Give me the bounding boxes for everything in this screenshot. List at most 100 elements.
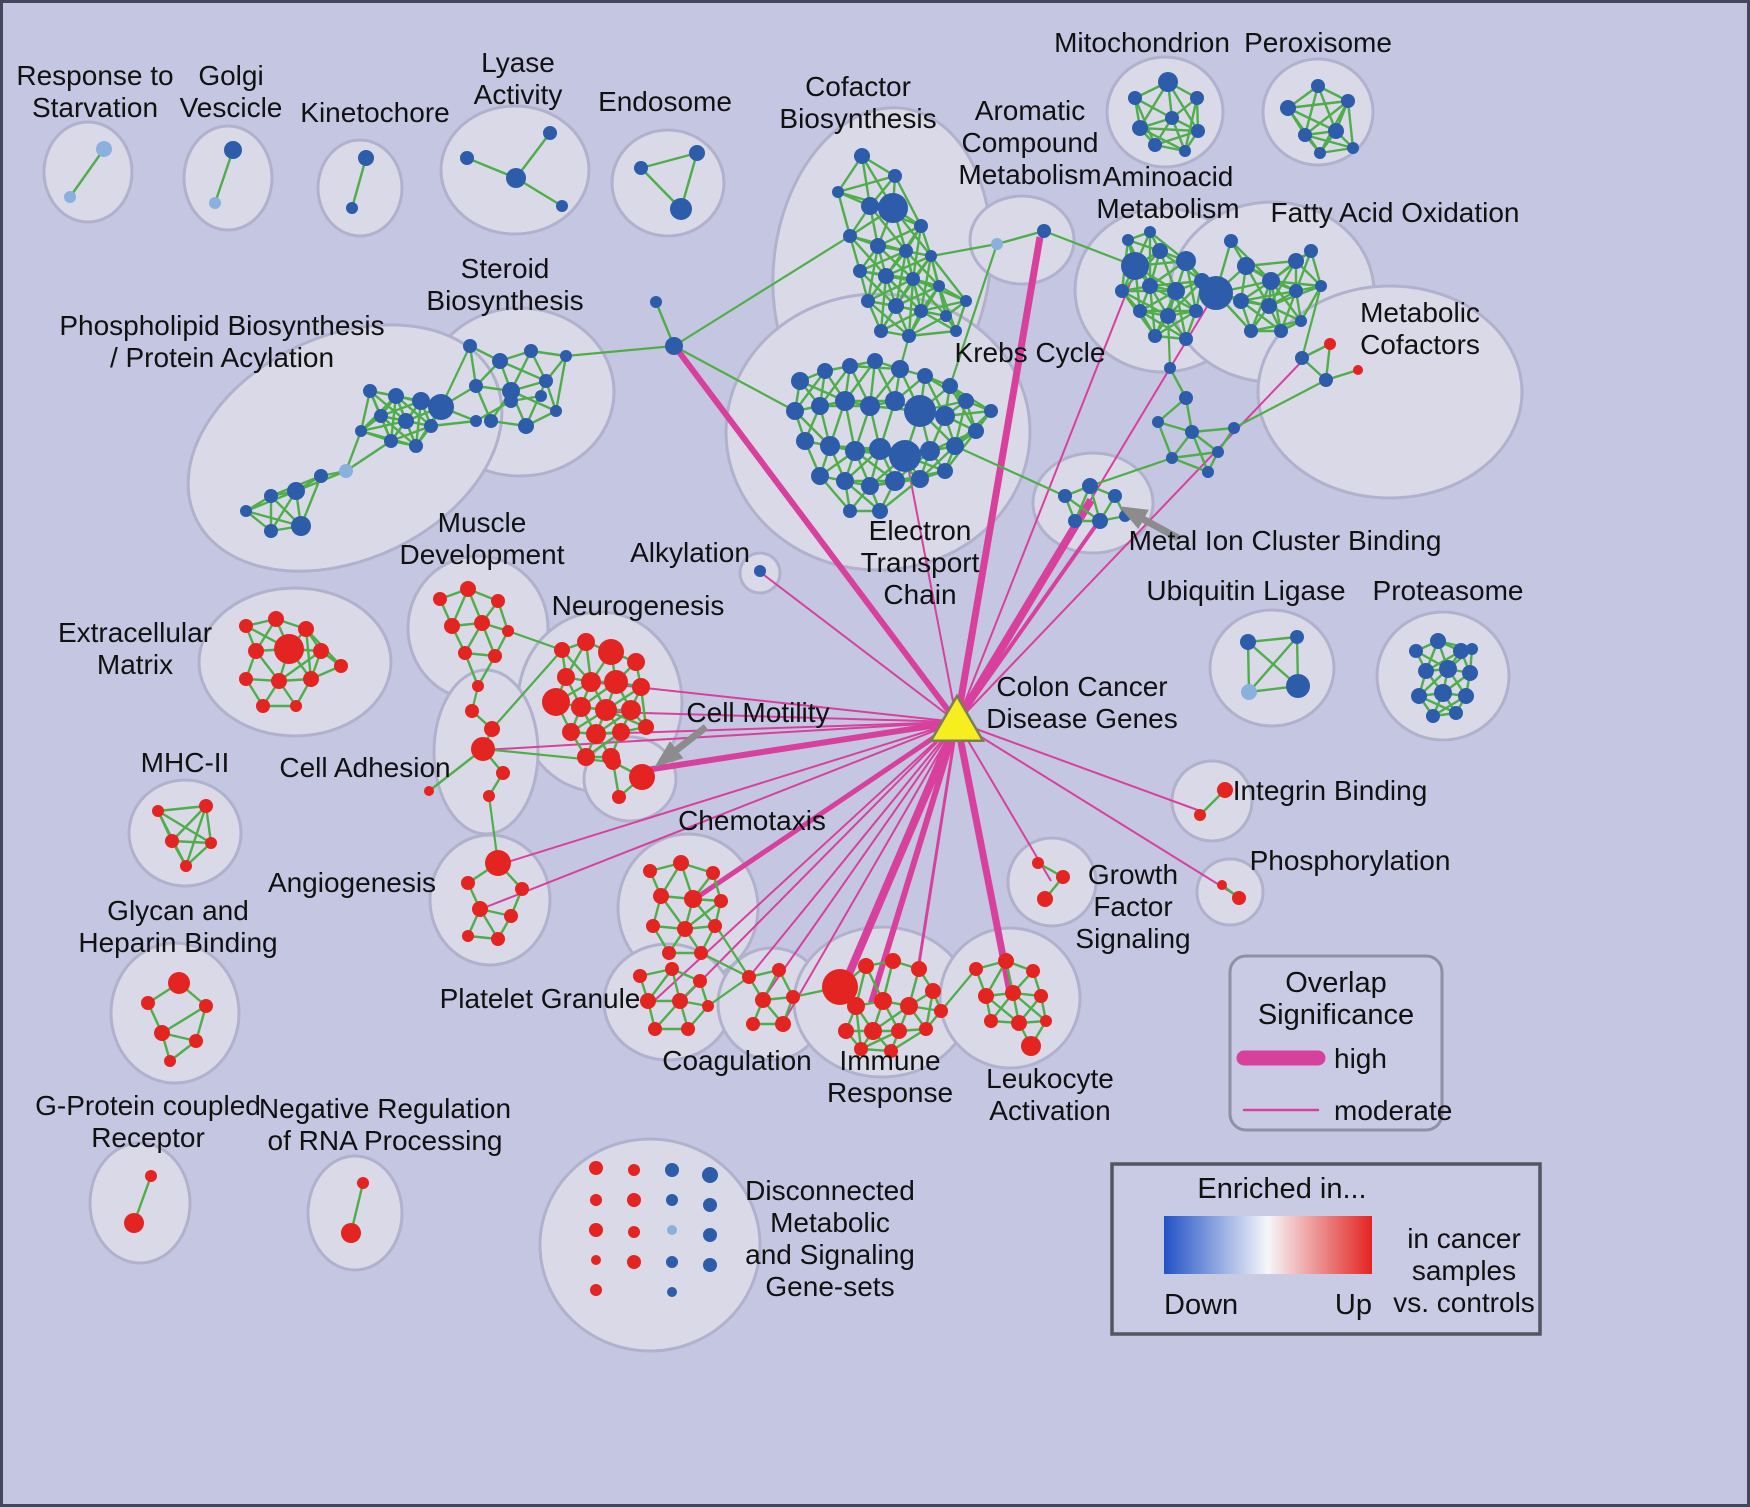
- gene-set-edge: [867, 277, 914, 303]
- overlap-edge-moderate: [956, 721, 1238, 897]
- gene-set-edge: [996, 229, 1045, 246]
- gene-set-node-coagulation: [755, 992, 771, 1008]
- cluster-ellipse-aromatic-compound-metabolism: [968, 194, 1076, 286]
- gene-set-edge: [885, 254, 932, 278]
- gene-set-node-phospholipid-biosynthesis: [339, 464, 353, 478]
- gene-set-node-immune-response: [934, 1004, 948, 1018]
- gene-set-node-metabolic-cofactors: [1319, 373, 1333, 387]
- gene-set-node-immune-response: [874, 992, 892, 1010]
- gene-set-node-growth-factor-signaling: [1032, 857, 1044, 869]
- hub-label: Disease Genes: [986, 703, 1177, 734]
- hub-label: Colon Cancer: [996, 671, 1167, 702]
- gene-set-node-neurogenesis: [577, 748, 595, 766]
- gene-set-node-golgi-vescicle: [224, 141, 242, 159]
- gene-set-node-electron-transport-chain: [869, 438, 891, 460]
- gene-set-edge: [1139, 126, 1199, 133]
- cluster-label-aromatic-compound-metabolism: Compound: [962, 127, 1099, 158]
- gene-set-edge: [837, 174, 896, 194]
- gene-set-node-cofactor-biosynthesis: [899, 244, 913, 258]
- gene-set-node-neurogenesis: [595, 699, 617, 721]
- gene-set-node-electron-transport-chain: [872, 503, 888, 519]
- gene-set-node-phospholipid-biosynthesis: [363, 384, 377, 398]
- gene-set-node-platelet-granule: [693, 974, 707, 988]
- gene-set-node-phospholipid-biosynthesis: [355, 425, 367, 437]
- gene-set-node-lyase-activity: [506, 168, 526, 188]
- gene-set-node-lyase-activity: [460, 151, 474, 165]
- overlap-edge-high: [868, 721, 960, 1004]
- inter-cluster-edge: [1300, 285, 1323, 359]
- gene-set-node-angiogenesis: [515, 882, 529, 896]
- gene-set-node-disconnected-gene-sets: [667, 1225, 677, 1235]
- inter-cluster-edge: [565, 344, 675, 358]
- cluster-label-response-to-starvation: Response to: [16, 60, 173, 91]
- gene-set-node-kinetochore: [358, 150, 374, 166]
- cluster-label-electron-transport-chain: Electron: [869, 515, 972, 546]
- cluster-label-electron-transport-chain: Chain: [883, 579, 956, 610]
- overlap-edge-moderate: [956, 357, 1306, 723]
- cluster-label-cell-adhesion: Cell Adhesion: [279, 752, 450, 783]
- gene-set-node-fatty-acid-oxidation: [1262, 272, 1280, 290]
- gene-set-edge: [640, 151, 698, 170]
- gene-set-node-immune-response: [911, 961, 927, 977]
- gene-set-edge: [1299, 285, 1323, 322]
- gene-set-node-steroid-biosynthesis: [539, 374, 553, 388]
- gene-set-node-mitochondrion: [1148, 138, 1162, 152]
- gene-set-edge: [908, 329, 957, 338]
- gene-set-edge: [1248, 636, 1298, 693]
- gene-set-edge: [304, 628, 313, 680]
- gene-set-node-extracellular-matrix: [313, 643, 329, 659]
- gene-set-node-electron-transport-chain: [920, 441, 940, 461]
- gene-set-edge: [554, 355, 568, 412]
- gene-set-node-cofactor-biosynthesis: [888, 169, 902, 183]
- gene-set-node-aminoacid-metabolism: [1189, 304, 1203, 318]
- gene-set-node-electron-transport-chain: [885, 391, 905, 411]
- gene-set-node-neurogenesis: [598, 639, 624, 665]
- gene-set-node-proteasome: [1411, 688, 1427, 704]
- gene-set-node-endosome: [689, 145, 705, 161]
- gene-set-node-peroxisome: [1311, 79, 1325, 93]
- gene-set-node-chemotaxis: [673, 855, 689, 871]
- gene-set-node-steroid-biosynthesis: [518, 418, 534, 434]
- gene-set-node-layer: [64, 72, 1478, 1297]
- gene-set-node-leukocyte-activation: [984, 1014, 998, 1028]
- gene-set-node-phospholipid-biosynthesis: [504, 394, 518, 408]
- cluster-label-metabolic-cofactors: Metabolic: [1360, 297, 1480, 328]
- cluster-label-krebs-cycle: Krebs Cycle: [955, 337, 1106, 368]
- gene-set-node-proteasome: [1439, 660, 1457, 678]
- gene-set-node-proteasome: [1466, 643, 1478, 655]
- overlap-legend-title: Significance: [1258, 999, 1414, 1031]
- gene-set-node-angiogenesis: [485, 850, 511, 876]
- gene-set-edge: [1191, 426, 1235, 434]
- gene-set-node-response-to-starvation: [96, 141, 112, 157]
- gene-set-node-chemotaxis: [653, 888, 669, 904]
- gene-set-node-disconnected-gene-sets: [590, 1284, 602, 1296]
- cluster-ellipse-disconnected-gene-sets: [538, 1137, 762, 1353]
- cluster-label-disconnected-gene-sets: Gene-sets: [765, 1271, 894, 1302]
- gene-set-node-leukocyte-activation: [1034, 989, 1048, 1003]
- gene-set-node-electron-transport-chain: [917, 368, 933, 384]
- gene-set-node-aminoacid-metabolism: [1179, 332, 1193, 346]
- gene-set-node-aromatic-compound-metabolism: [1037, 224, 1051, 238]
- gene-set-node-mitochondrion: [1165, 111, 1179, 125]
- cluster-label-neurogenesis: Neurogenesis: [552, 590, 725, 621]
- gene-set-node-integrin-binding: [1217, 782, 1233, 798]
- cluster-label-phospholipid-biosynthesis: / Protein Acylation: [110, 342, 334, 373]
- gene-set-node-mhc-ii: [152, 805, 164, 817]
- gene-set-node-mitochondrion: [1190, 91, 1204, 105]
- gene-set-node-leukocyte-activation: [1005, 985, 1021, 1001]
- gene-set-node-platelet-granule: [665, 962, 679, 976]
- cluster-ellipse-mitochondrion: [1105, 55, 1225, 169]
- gene-set-node-leukocyte-activation: [969, 962, 983, 976]
- cluster-ellipse-electron-transport-chain: [724, 292, 1032, 572]
- gene-set-node-aminoacid-metabolism: [1115, 284, 1129, 298]
- cluster-label-angiogenesis: Angiogenesis: [268, 867, 436, 898]
- gene-set-edge: [278, 650, 322, 682]
- gene-set-edge: [869, 205, 907, 252]
- overlap-edge-moderate: [956, 721, 1204, 813]
- gene-set-node-chemotaxis: [684, 890, 702, 908]
- gene-set-node-electron-transport-chain: [842, 358, 858, 374]
- gene-set-node-phospholipid-biosynthesis: [287, 482, 305, 500]
- gene-set-node-metabolic-cofactors: [1324, 338, 1336, 350]
- gene-set-edge: [344, 430, 363, 472]
